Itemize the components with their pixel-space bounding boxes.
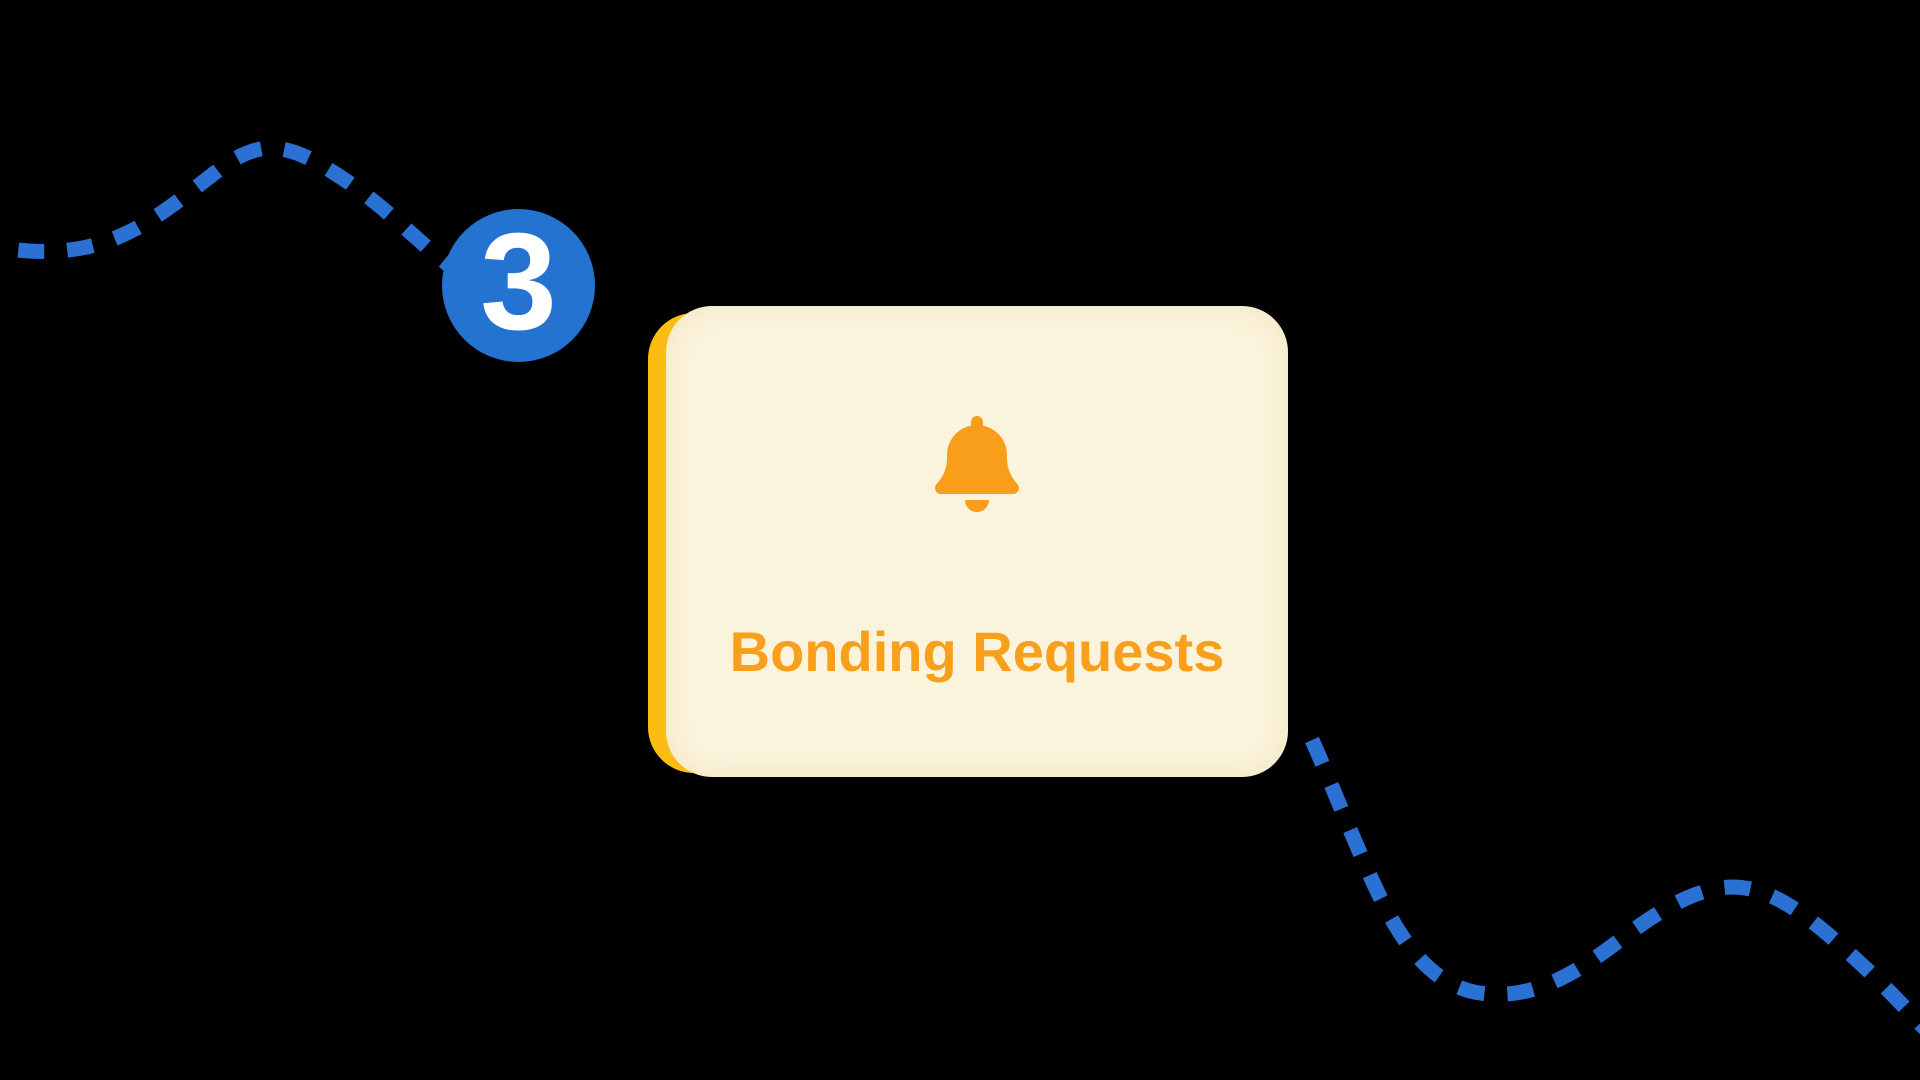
- step-badge: 3: [442, 209, 595, 362]
- bell-icon: [935, 416, 1019, 512]
- dashed-path-top-left: [0, 140, 467, 282]
- dashed-path-bottom-right: [1305, 736, 1920, 1035]
- step-number: 3: [480, 204, 557, 359]
- bonding-requests-card[interactable]: Bonding Requests: [666, 306, 1288, 777]
- card-label: Bonding Requests: [729, 620, 1225, 683]
